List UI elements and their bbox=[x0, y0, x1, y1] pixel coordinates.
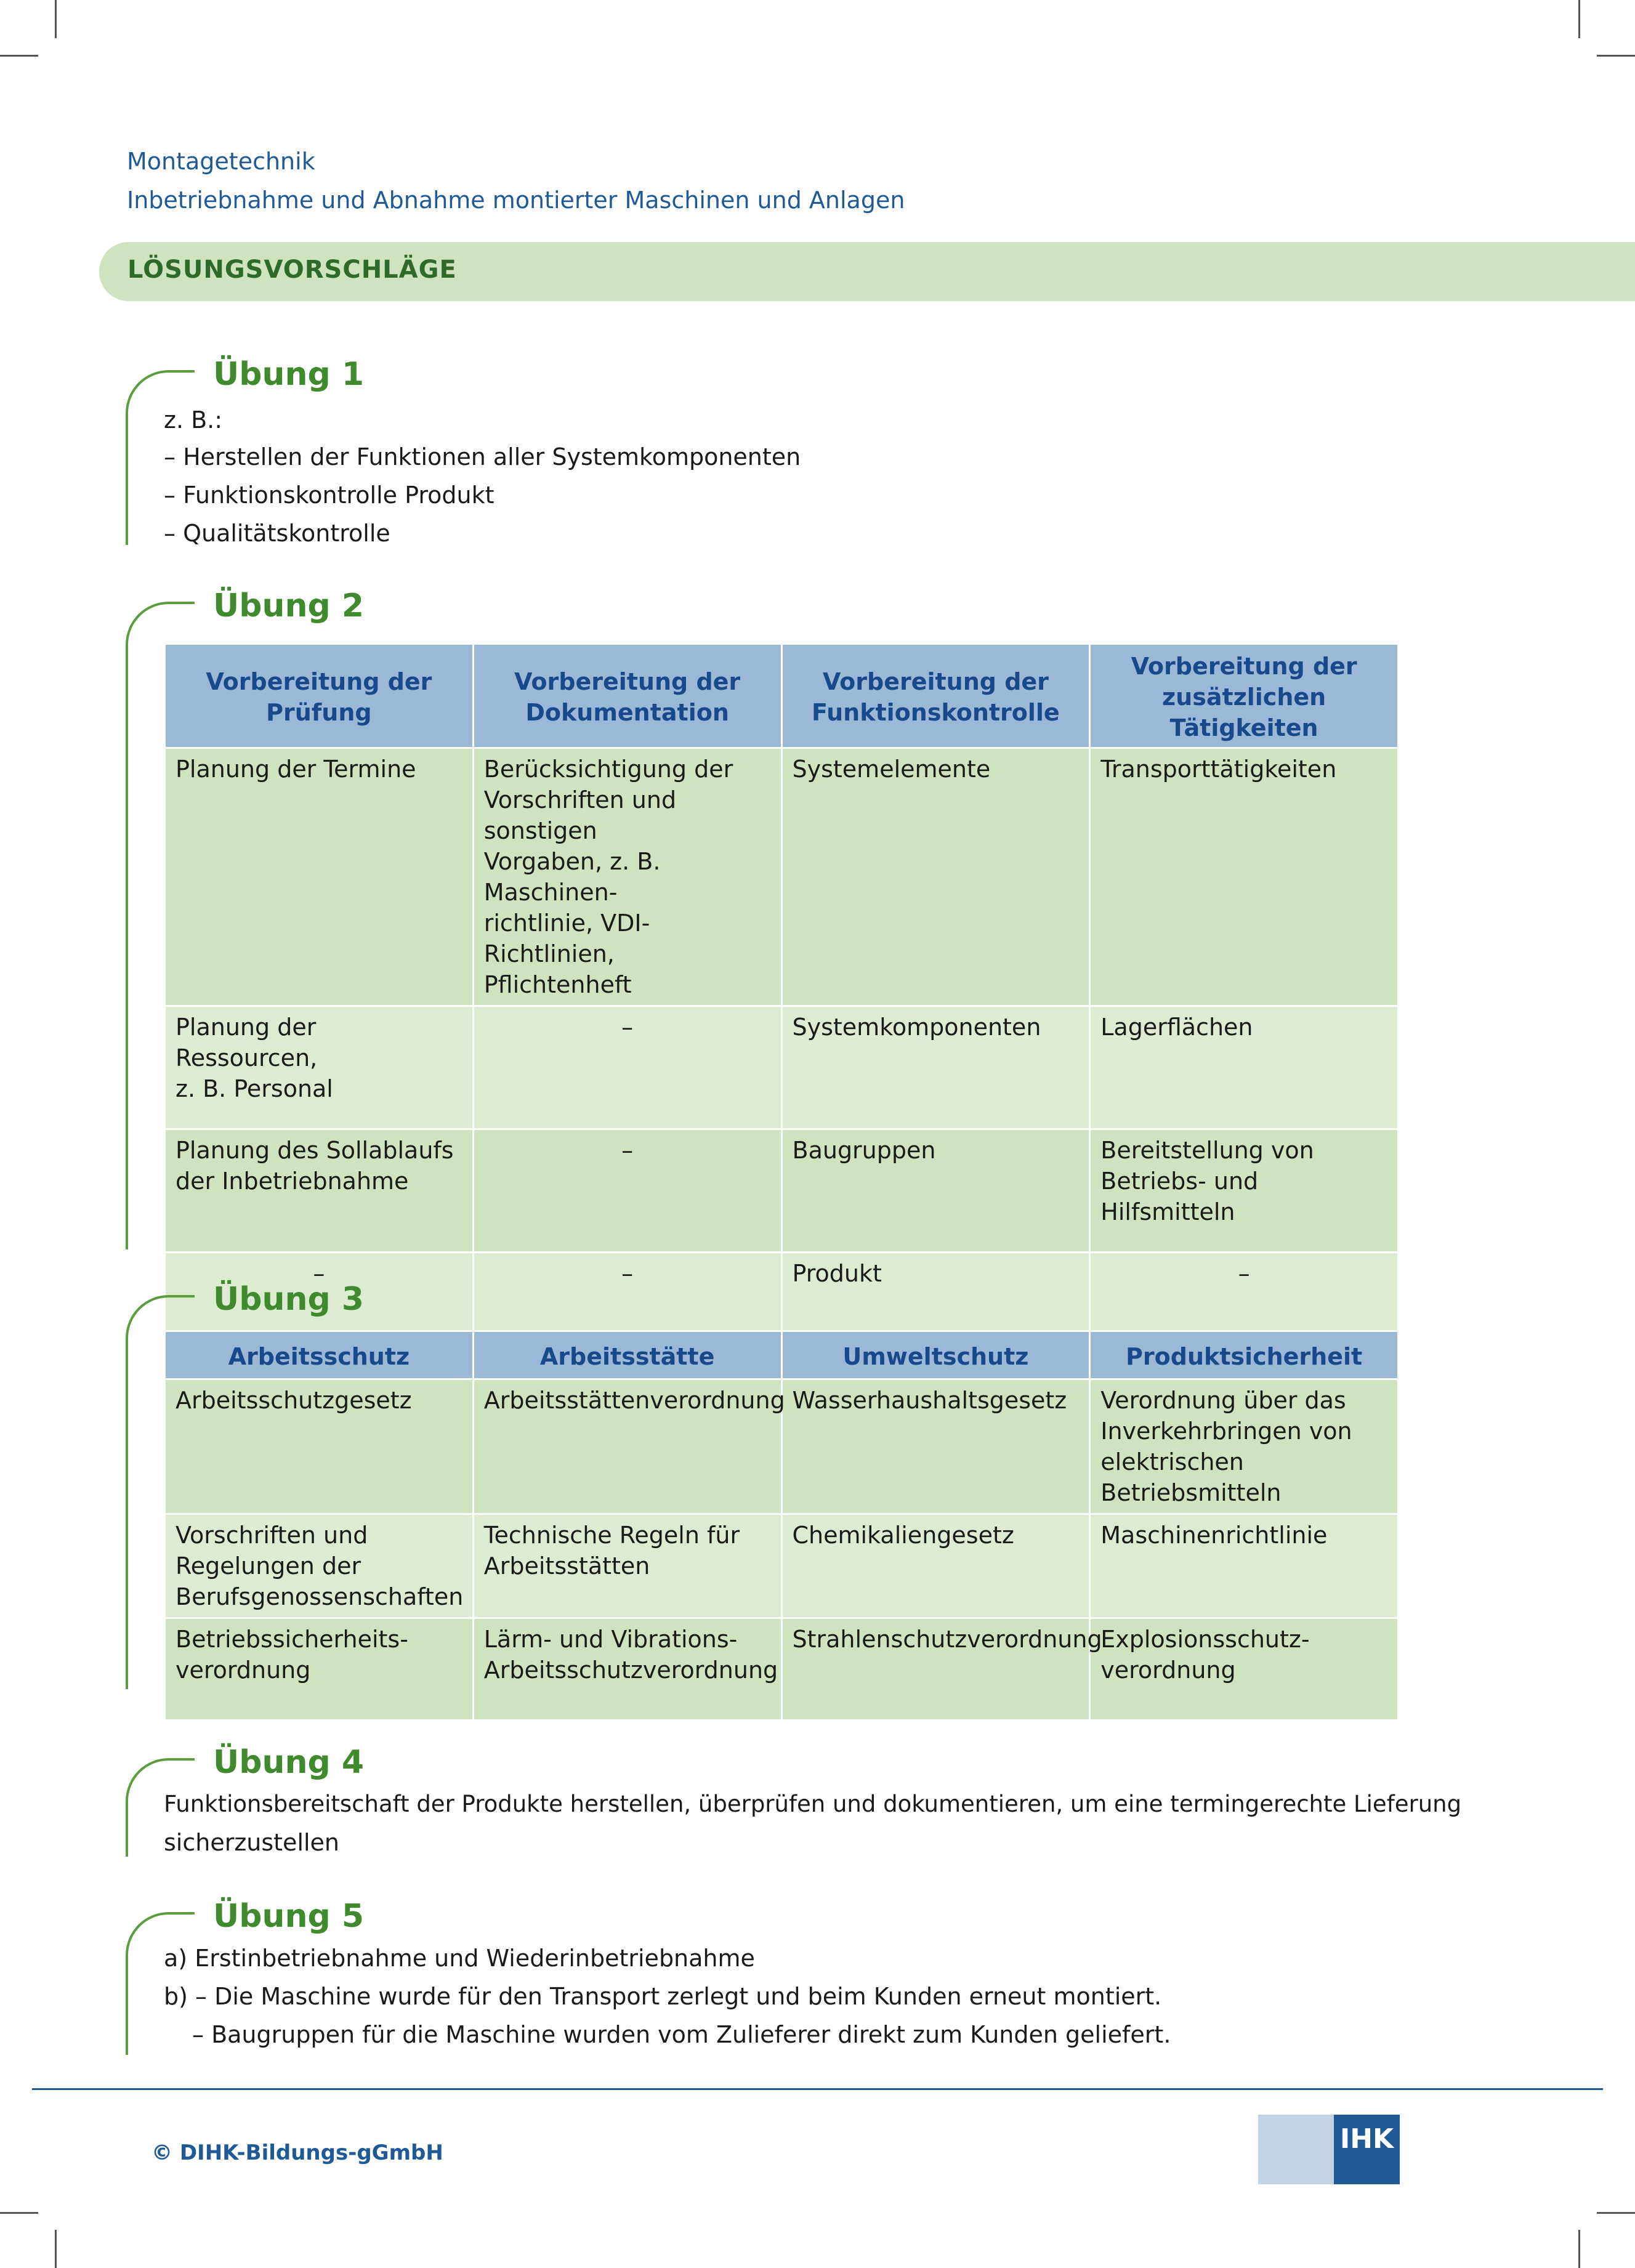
table-row: Planung der Termine Berücksichtigung der… bbox=[164, 747, 1399, 1007]
crop-mark bbox=[0, 2212, 38, 2214]
table-cell: Arbeitsschutzgesetz bbox=[164, 1378, 474, 1515]
exercise-1-line: z. B.: bbox=[164, 406, 223, 434]
table-row: Betriebssicherheits-verordnung Lärm- und… bbox=[164, 1617, 1399, 1721]
exercise-3-bracket bbox=[126, 1295, 195, 1689]
table-cell: Strahlenschutzverordnung bbox=[780, 1617, 1102, 1721]
exercise-2-title: Übung 2 bbox=[213, 587, 364, 624]
table-header: Umweltschutz bbox=[780, 1330, 1091, 1380]
exercise-4-bracket bbox=[126, 1758, 195, 1857]
table-header: Arbeitsschutz bbox=[164, 1330, 474, 1380]
exercise-4-text: sicherzustellen bbox=[164, 1829, 340, 1856]
footer-divider bbox=[32, 2088, 1603, 2090]
crop-mark bbox=[1578, 0, 1580, 38]
exercise-4-title: Übung 4 bbox=[213, 1744, 364, 1781]
crop-mark bbox=[1597, 2212, 1635, 2214]
table-cell: Planung der Termine bbox=[164, 747, 474, 1007]
crop-mark bbox=[55, 2230, 57, 2268]
exercise-1-line: – Funktionskontrolle Produkt bbox=[164, 482, 495, 509]
exercise-1-bracket bbox=[126, 370, 195, 545]
table-cell: Systemkomponenten bbox=[780, 1005, 1091, 1130]
table-cell: Explosionsschutz-verordnung bbox=[1089, 1617, 1399, 1721]
table-cell: Lagerflächen bbox=[1089, 1005, 1399, 1130]
exercise-5-answer-b: – Baugruppen für die Maschine wurden vom… bbox=[192, 2021, 1171, 2048]
header-topic: Inbetriebnahme und Abnahme montierter Ma… bbox=[127, 187, 905, 214]
table-header: Arbeitsstätte bbox=[472, 1330, 783, 1380]
table-cell: Baugruppen bbox=[780, 1128, 1091, 1253]
table-cell: Transporttätigkeiten bbox=[1089, 747, 1399, 1007]
crop-mark bbox=[1597, 55, 1635, 57]
crop-mark bbox=[0, 55, 38, 57]
exercise-3-title: Übung 3 bbox=[213, 1281, 364, 1318]
exercise-1-line: – Qualitätskontrolle bbox=[164, 520, 390, 547]
table-header: Produktsicherheit bbox=[1089, 1330, 1399, 1380]
table-row: Planung der Ressourcen,z. B. Personal – … bbox=[164, 1005, 1399, 1130]
table-cell: Arbeitsstättenverordnung bbox=[472, 1378, 785, 1515]
exercise-5-bracket bbox=[126, 1912, 195, 2055]
exercise-4-text: Funktionsbereitschaft der Produkte herst… bbox=[164, 1791, 1462, 1817]
exercise-5-title: Übung 5 bbox=[213, 1898, 364, 1935]
table-cell: – bbox=[472, 1005, 783, 1130]
exercise-2-bracket bbox=[126, 602, 195, 1249]
banner-title: LÖSUNGSVORSCHLÄGE bbox=[127, 256, 457, 284]
table-cell: Betriebssicherheits-verordnung bbox=[164, 1617, 474, 1721]
crop-mark bbox=[1578, 2230, 1580, 2268]
header-subject: Montagetechnik bbox=[127, 148, 315, 175]
copyright: © DIHK-Bildungs-gGmbH bbox=[151, 2141, 443, 2165]
table-cell: Chemikaliengesetz bbox=[780, 1513, 1091, 1619]
table-cell: Planung der Ressourcen,z. B. Personal bbox=[164, 1005, 474, 1130]
exercise-1-line: – Herstellen der Funktionen aller System… bbox=[164, 443, 801, 470]
exercise-3-table: Arbeitsschutz Arbeitsstätte Umweltschutz… bbox=[164, 1330, 1399, 1721]
table-cell: Lärm- und Vibrations-Arbeitsschutzverord… bbox=[472, 1617, 783, 1721]
exercise-5-answer-a: a) Erstinbetriebnahme und Wiederinbetrie… bbox=[164, 1945, 755, 1972]
ihk-logo bbox=[1258, 2115, 1334, 2184]
table-cell: Systemelemente bbox=[780, 747, 1091, 1007]
table-cell: Maschinenrichtlinie bbox=[1089, 1513, 1399, 1619]
table-cell: – bbox=[472, 1128, 783, 1253]
table-row: Arbeitsschutzgesetz Arbeitsstättenverord… bbox=[164, 1378, 1399, 1515]
table-cell: Wasserhaushaltsgesetz bbox=[780, 1378, 1091, 1515]
exercise-5-answer-b: b) – Die Maschine wurde für den Transpor… bbox=[164, 1983, 1162, 2010]
solutions-banner: LÖSUNGSVORSCHLÄGE bbox=[99, 242, 1635, 301]
exercise-1-title: Übung 1 bbox=[213, 356, 364, 393]
ihk-logo-text: IHK bbox=[1334, 2115, 1400, 2184]
crop-mark bbox=[55, 0, 57, 38]
